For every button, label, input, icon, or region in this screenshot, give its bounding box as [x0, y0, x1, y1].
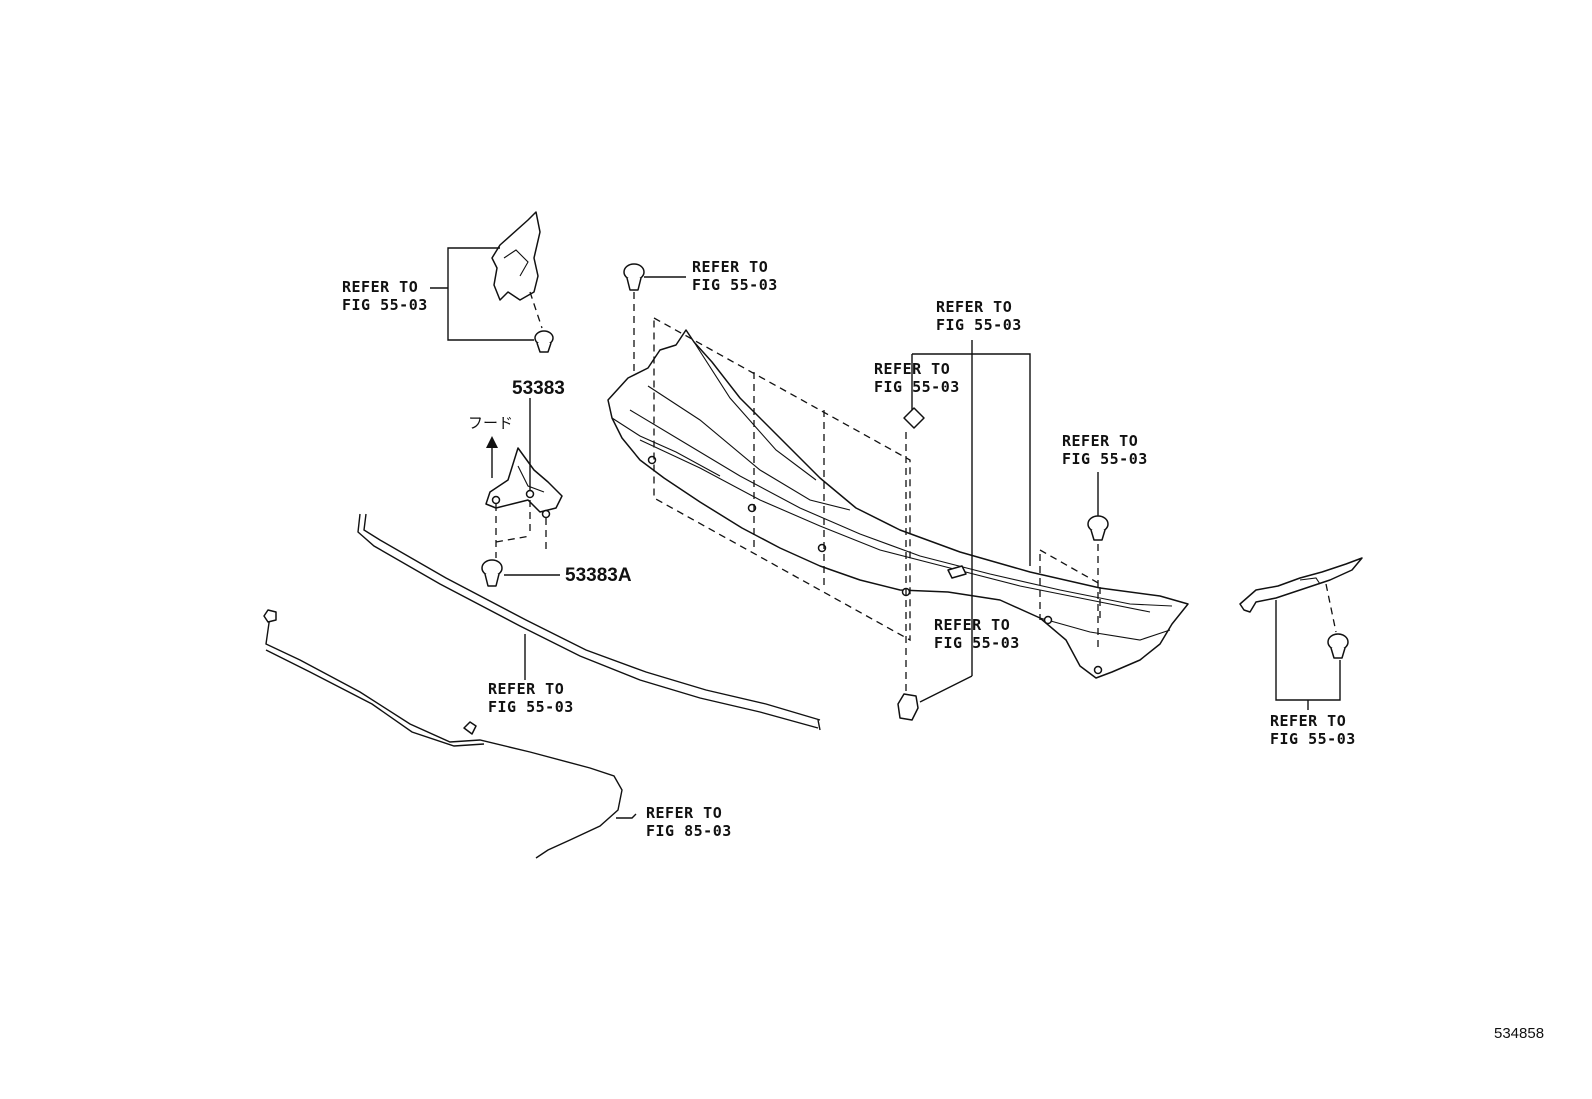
center-leaders: REFER TO FIG 55-03 REFER TO FIG 55-03 RE… — [874, 298, 1031, 721]
refer-label-hose-line2: FIG 85-03 — [646, 822, 732, 840]
refer-label-center-mid-line1: REFER TO — [874, 360, 950, 378]
part-number-53383a: 53383A — [565, 565, 632, 586]
far-right-clip — [1327, 633, 1349, 659]
part-number-53383: 53383 — [512, 378, 565, 399]
refer-label-center-mid-line2: FIG 55-03 — [874, 378, 960, 396]
center-seal-clip — [903, 407, 925, 429]
refer-label-top-clip-line1: REFER TO — [692, 258, 768, 276]
refer-label-right-clip-line2: FIG 55-03 — [1062, 450, 1148, 468]
refer-label-bottom-center-line2: FIG 55-03 — [934, 634, 1020, 652]
top-left-bracket — [491, 211, 541, 301]
washer-hose-nozzle-left — [263, 609, 277, 623]
right-clip — [1087, 515, 1109, 541]
refer-label-right-clip-line1: REFER TO — [1062, 432, 1138, 450]
refer-label-seal-line1: REFER TO — [488, 680, 564, 698]
refer-label-seal-line2: FIG 55-03 — [488, 698, 574, 716]
refer-label-top-clip-line2: FIG 55-03 — [692, 276, 778, 294]
figure-id: 534858 — [1494, 1025, 1544, 1042]
refer-label-center-top-line1: REFER TO — [936, 298, 1012, 316]
washer-hose-nozzle-center — [463, 721, 477, 735]
right-clip-group: REFER TO FIG 55-03 — [1062, 432, 1148, 650]
refer-label-top-left-line2: FIG 55-03 — [342, 296, 428, 314]
bottom-center-clip — [897, 693, 919, 721]
refer-label-far-right-line1: REFER TO — [1270, 712, 1346, 730]
washer-hose-group: REFER TO FIG 85-03 — [263, 609, 732, 859]
top-center-clip-group: REFER TO FIG 55-03 — [623, 258, 778, 385]
washer-hose — [265, 615, 623, 859]
top-left-bracket-group: REFER TO FIG 55-03 — [342, 211, 554, 353]
top-center-clip — [623, 263, 645, 291]
bracket-53383-group: フード 53383 53383A — [468, 378, 632, 587]
hood-direction-arrow — [486, 436, 498, 448]
refer-label-bottom-center-line1: REFER TO — [934, 616, 1010, 634]
hood-direction-label: フード — [468, 414, 513, 432]
refer-label-top-left-line1: REFER TO — [342, 278, 418, 296]
refer-label-center-top-line2: FIG 55-03 — [936, 316, 1022, 334]
hood-seal-strip — [357, 513, 819, 729]
refer-label-hose-line1: REFER TO — [646, 804, 722, 822]
seal-group: REFER TO FIG 55-03 — [357, 513, 821, 731]
far-right-extension — [1239, 557, 1363, 613]
clip-53383a — [481, 559, 503, 587]
cowl-panel-group — [607, 316, 1189, 679]
refer-label-far-right-line2: FIG 55-03 — [1270, 730, 1356, 748]
far-right-extension-group: REFER TO FIG 55-03 — [1239, 557, 1363, 748]
top-left-clip — [534, 330, 554, 353]
